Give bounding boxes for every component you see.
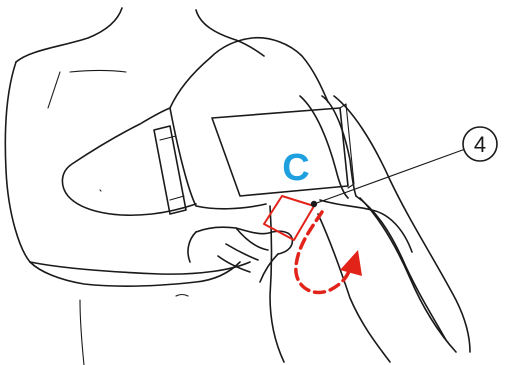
callout-dot	[310, 200, 318, 208]
motion-arrow	[294, 210, 362, 295]
step-number: 4	[474, 132, 486, 157]
torso-outline	[4, 7, 265, 365]
arm-outline	[29, 261, 241, 287]
arrowhead-icon	[340, 250, 362, 276]
step-number-circle	[462, 126, 498, 162]
callout-leader	[310, 126, 498, 208]
panel-letter: C	[282, 147, 309, 189]
hand-outline	[187, 226, 294, 283]
shoulder-brace	[61, 36, 357, 216]
